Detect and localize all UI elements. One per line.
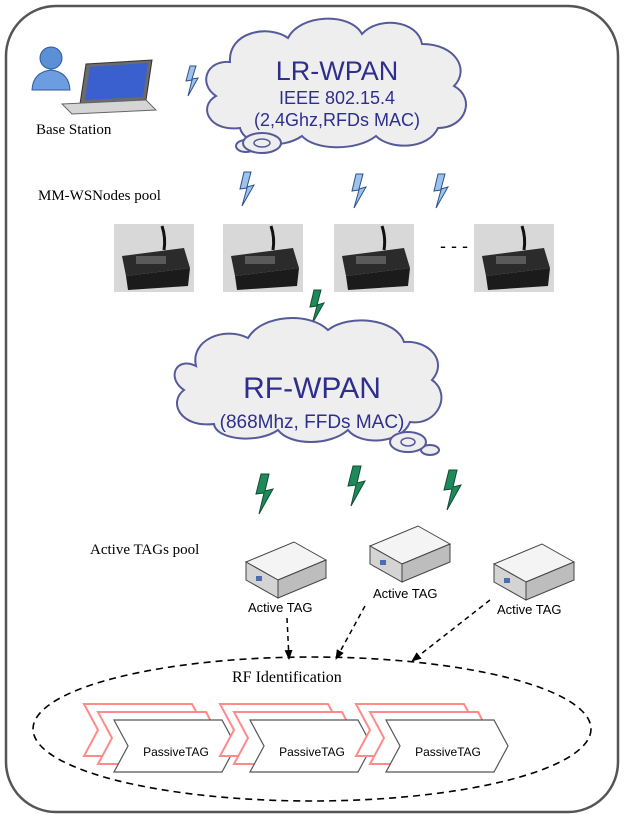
active-tag-label: Active TAG <box>373 586 438 601</box>
lr-wpan-mac: (2,4Ghz,RFDs MAC) <box>254 110 420 130</box>
active-pool-label: Active TAGs pool <box>90 542 199 558</box>
lr-wpan-standard: IEEE 802.15.4 <box>279 88 395 108</box>
lr-wpan-title: LR-WPAN <box>276 56 399 86</box>
rf-wpan-cloud <box>173 317 443 456</box>
wireless-link-icon <box>351 173 368 209</box>
base-station-label: Base Station <box>36 122 112 138</box>
user-icon <box>31 46 71 91</box>
passive-tag-stack <box>82 703 237 773</box>
wireless-link-icon <box>347 465 367 507</box>
passive-tag-stack <box>218 703 373 773</box>
lr-wpan-cloud <box>205 17 467 154</box>
passive-tag-label: PassiveTAG <box>279 745 345 759</box>
rf-identification-zone <box>32 656 592 802</box>
tag-arrow <box>335 605 366 660</box>
passive-tag-label: PassiveTAG <box>143 745 209 759</box>
wireless-link-icon <box>185 65 199 97</box>
mm-pool-ellipsis: - - - <box>440 236 468 256</box>
passive-tag-label: PassiveTAG <box>415 745 481 759</box>
mm-pool-label: MM-WSNodes pool <box>38 188 161 204</box>
active-tag-device-icon <box>492 543 576 601</box>
outer-frame <box>4 4 620 814</box>
active-tag-label: Active TAG <box>248 600 313 615</box>
active-tag-device-icon <box>368 525 452 583</box>
sensor-node <box>223 224 303 292</box>
wireless-link-icon <box>309 289 326 325</box>
sensor-node <box>474 224 554 292</box>
laptop-icon <box>60 59 158 115</box>
rf-wpan-mac: (868Mhz, FFDs MAC) <box>220 412 405 433</box>
wireless-link-icon <box>255 473 275 515</box>
sensor-node <box>334 224 414 292</box>
active-tag-label: Active TAG <box>497 602 562 617</box>
rf-wpan-title: RF-WPAN <box>243 372 381 405</box>
sensor-node <box>114 224 194 292</box>
tag-arrow <box>284 617 293 660</box>
rf-identification-label: RF Identification <box>232 669 342 686</box>
passive-tag-stack <box>354 703 509 773</box>
wireless-link-icon <box>443 469 463 511</box>
tag-arrow <box>411 599 491 662</box>
rf-arrows <box>284 599 491 662</box>
wireless-link-icon <box>239 171 256 207</box>
wireless-link-icon <box>433 173 450 209</box>
active-tag-device-icon <box>244 541 328 599</box>
